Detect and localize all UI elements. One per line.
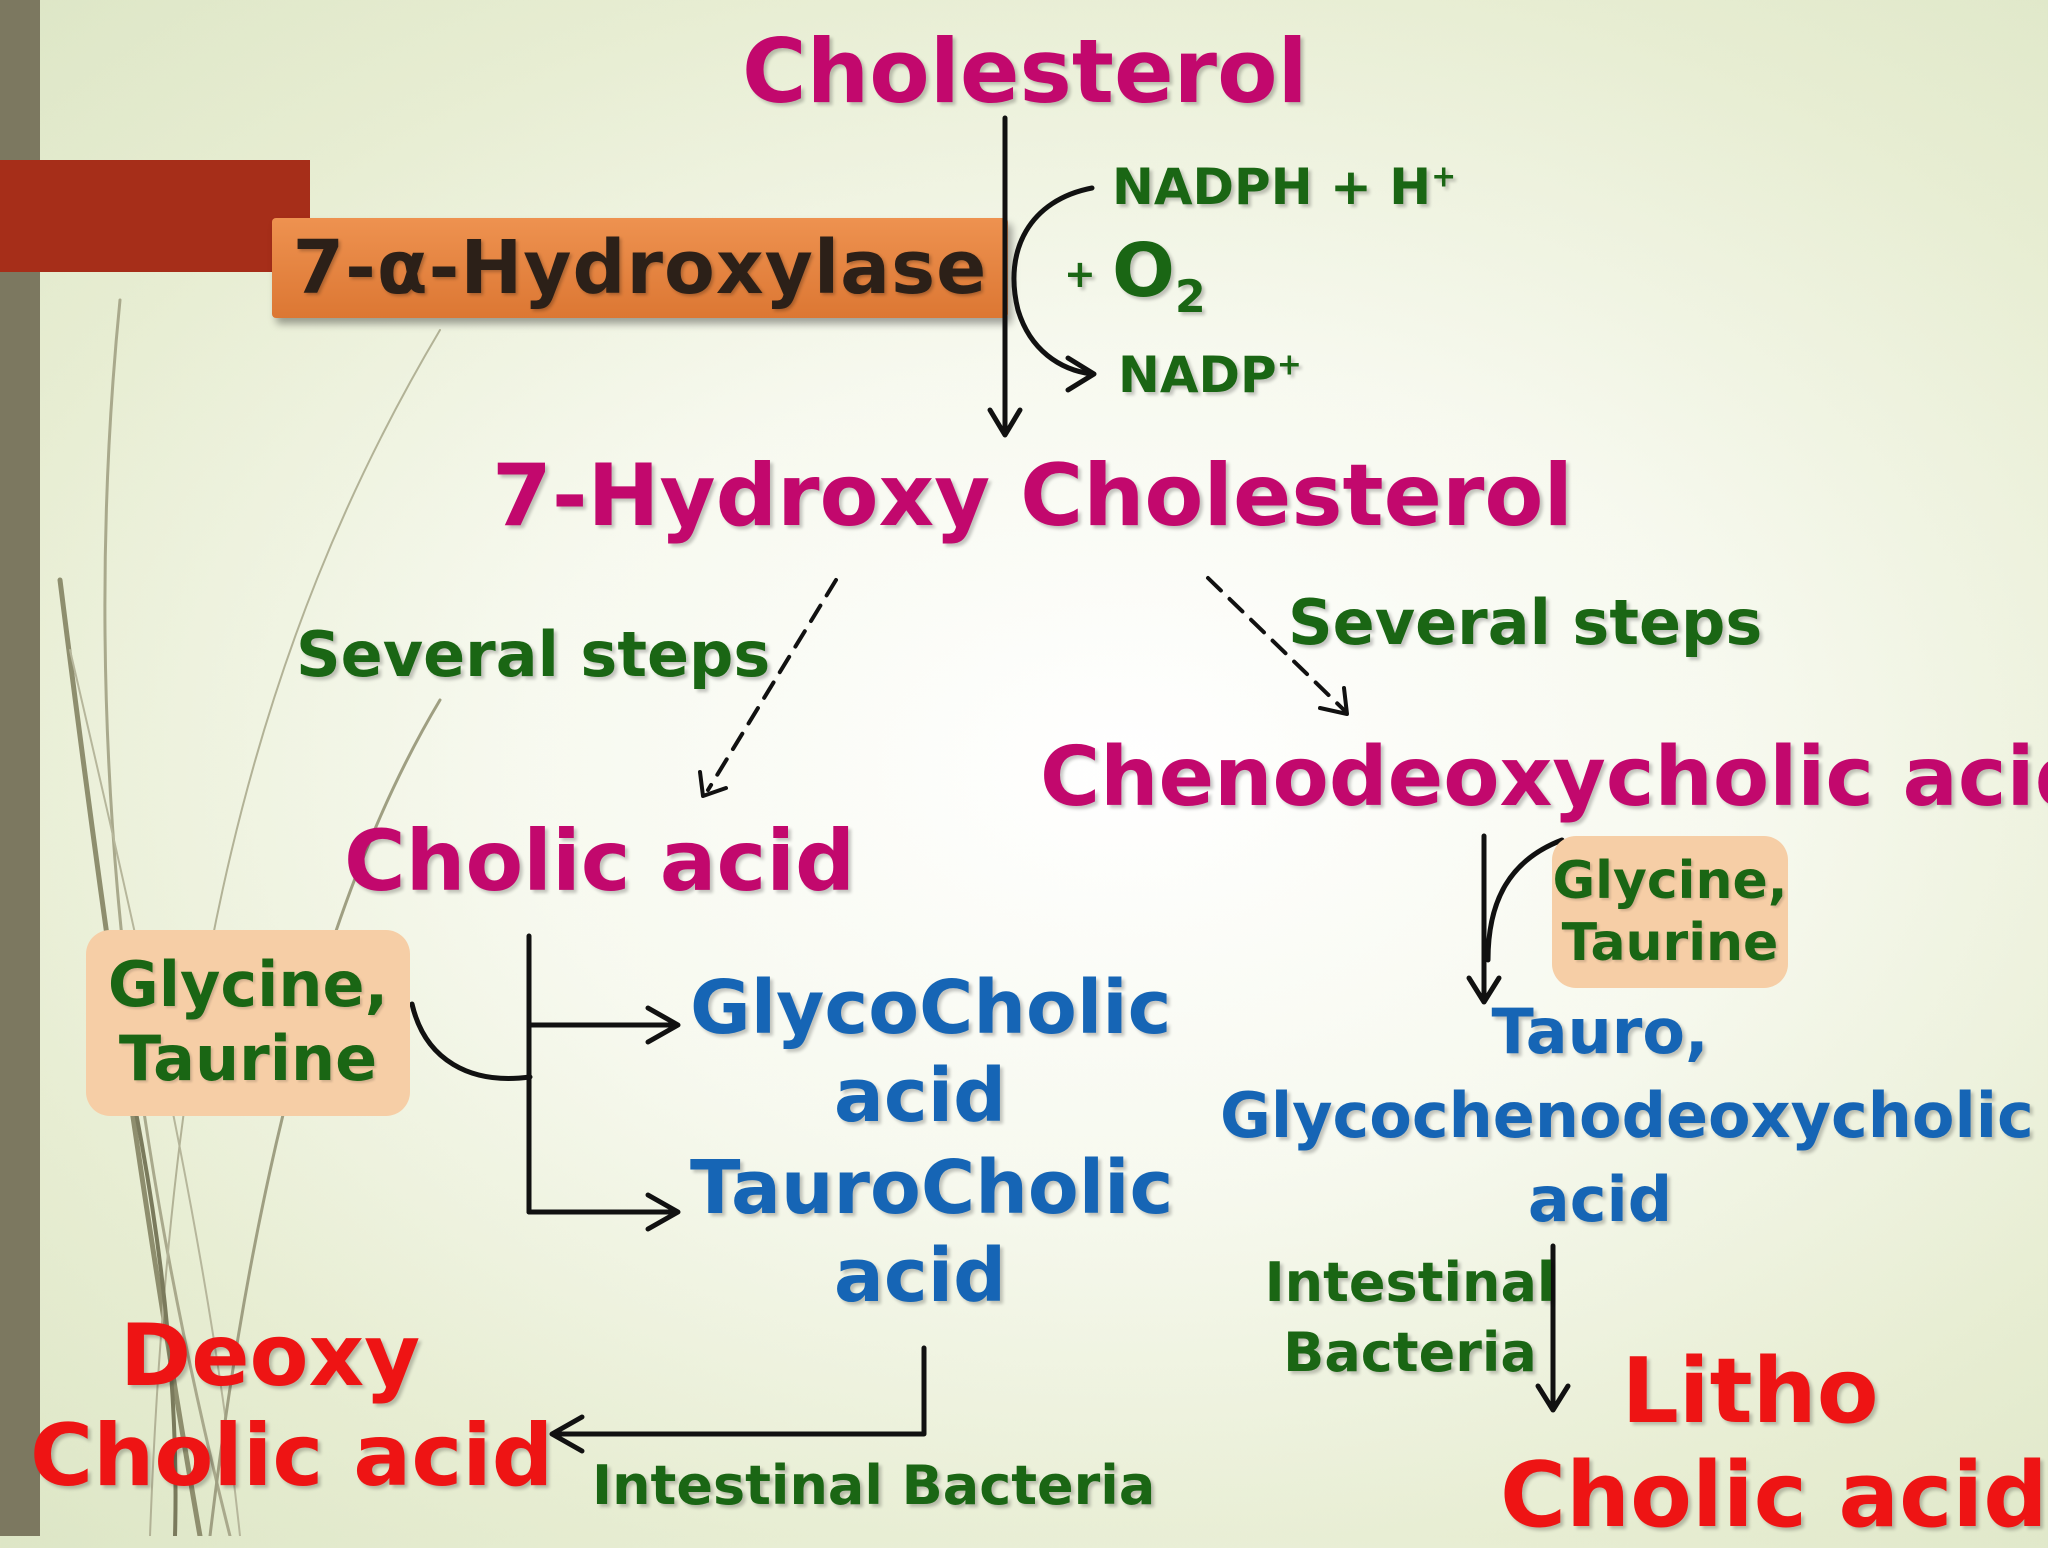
litho-line1: Litho bbox=[1621, 1339, 1879, 1444]
cofactor-o2: O2 bbox=[1112, 228, 1206, 323]
label-several-steps-left: Several steps bbox=[296, 618, 771, 691]
enzyme-label: 7-α-Hydroxylase bbox=[272, 218, 1008, 318]
label-intestinal-bacteria-bottom: Intestinal Bacteria bbox=[592, 1454, 1156, 1517]
enzyme-ribbon bbox=[0, 160, 310, 272]
glycocholic-line1: GlycoCholic bbox=[690, 965, 1172, 1051]
litho-line2: Cholic acid bbox=[1500, 1443, 2048, 1548]
node-taurocholic-acid: TauroCholic acid bbox=[690, 1144, 1174, 1320]
o2-text: O bbox=[1112, 228, 1175, 314]
arrow-to-cholic-acid bbox=[706, 578, 838, 792]
glycine-join-curve-right bbox=[1485, 837, 1565, 963]
cofactor-o2-plus: + bbox=[1064, 252, 1096, 296]
label-several-steps-right: Several steps bbox=[1288, 586, 1763, 659]
o2-sub: 2 bbox=[1174, 271, 1206, 323]
badge-glycine-taurine-left: Glycine, Taurine bbox=[86, 930, 410, 1116]
node-cholesterol: Cholesterol bbox=[742, 20, 1308, 123]
glycine-join-curve-left bbox=[409, 1001, 533, 1081]
badge-left-line1: Glycine, bbox=[107, 948, 389, 1021]
badge-glycine-taurine-right: Glycine, Taurine bbox=[1552, 836, 1788, 988]
nadp-text: NADP bbox=[1118, 346, 1277, 404]
node-glycocholic-acid: GlycoCholic acid bbox=[690, 964, 1172, 1140]
badge-left-line2: Taurine bbox=[118, 1022, 378, 1096]
cofactor-nadp: NADP+ bbox=[1118, 346, 1302, 404]
taurocholic-line2: acid bbox=[833, 1233, 1007, 1319]
nadph-text: NADPH + H bbox=[1112, 158, 1432, 216]
tauro-glyco-line3: acid bbox=[1527, 1163, 1673, 1236]
node-7-hydroxy-cholesterol: 7-Hydroxy Cholesterol bbox=[492, 446, 1573, 546]
node-lithocholic-acid: Litho Cholic acid bbox=[1500, 1339, 2048, 1548]
deoxy-line1: Deoxy bbox=[119, 1306, 421, 1406]
badge-right-line1: Glycine, bbox=[1552, 851, 1788, 911]
nadp-sup: + bbox=[1276, 347, 1302, 383]
tauro-glyco-line2: Glycochenodeoxycholic bbox=[1220, 1079, 2034, 1152]
arrow-to-chenodeoxycholic bbox=[1206, 576, 1346, 712]
glycocholic-line2: acid bbox=[833, 1053, 1007, 1139]
taurocholic-line1: TauroCholic bbox=[690, 1145, 1174, 1231]
arrow-to-deoxycholic bbox=[552, 1345, 927, 1437]
node-cholic-acid: Cholic acid bbox=[344, 812, 856, 910]
badge-right-line2: Taurine bbox=[1561, 913, 1779, 974]
cofactor-nadph: NADPH + H+ bbox=[1112, 158, 1456, 216]
intestinal-right-line1: Intestinal bbox=[1264, 1251, 1556, 1314]
cofactor-curve bbox=[1011, 185, 1095, 377]
tauro-glyco-line1: Tauro, bbox=[1491, 995, 1709, 1068]
node-tauro-glycochenodeoxycholic-acid: Tauro, Glycochenodeoxycholic acid bbox=[1220, 990, 2034, 1242]
intestinal-right-line2: Bacteria bbox=[1283, 1321, 1537, 1384]
nadph-sup: + bbox=[1431, 159, 1457, 195]
node-chenodeoxycholic-acid: Chenodeoxycholic acid bbox=[1040, 730, 2048, 825]
deoxy-line2: Cholic acid bbox=[30, 1406, 554, 1506]
node-deoxycholic-acid: Deoxy Cholic acid bbox=[30, 1306, 554, 1506]
label-intestinal-bacteria-right: Intestinal Bacteria bbox=[1260, 1248, 1560, 1388]
